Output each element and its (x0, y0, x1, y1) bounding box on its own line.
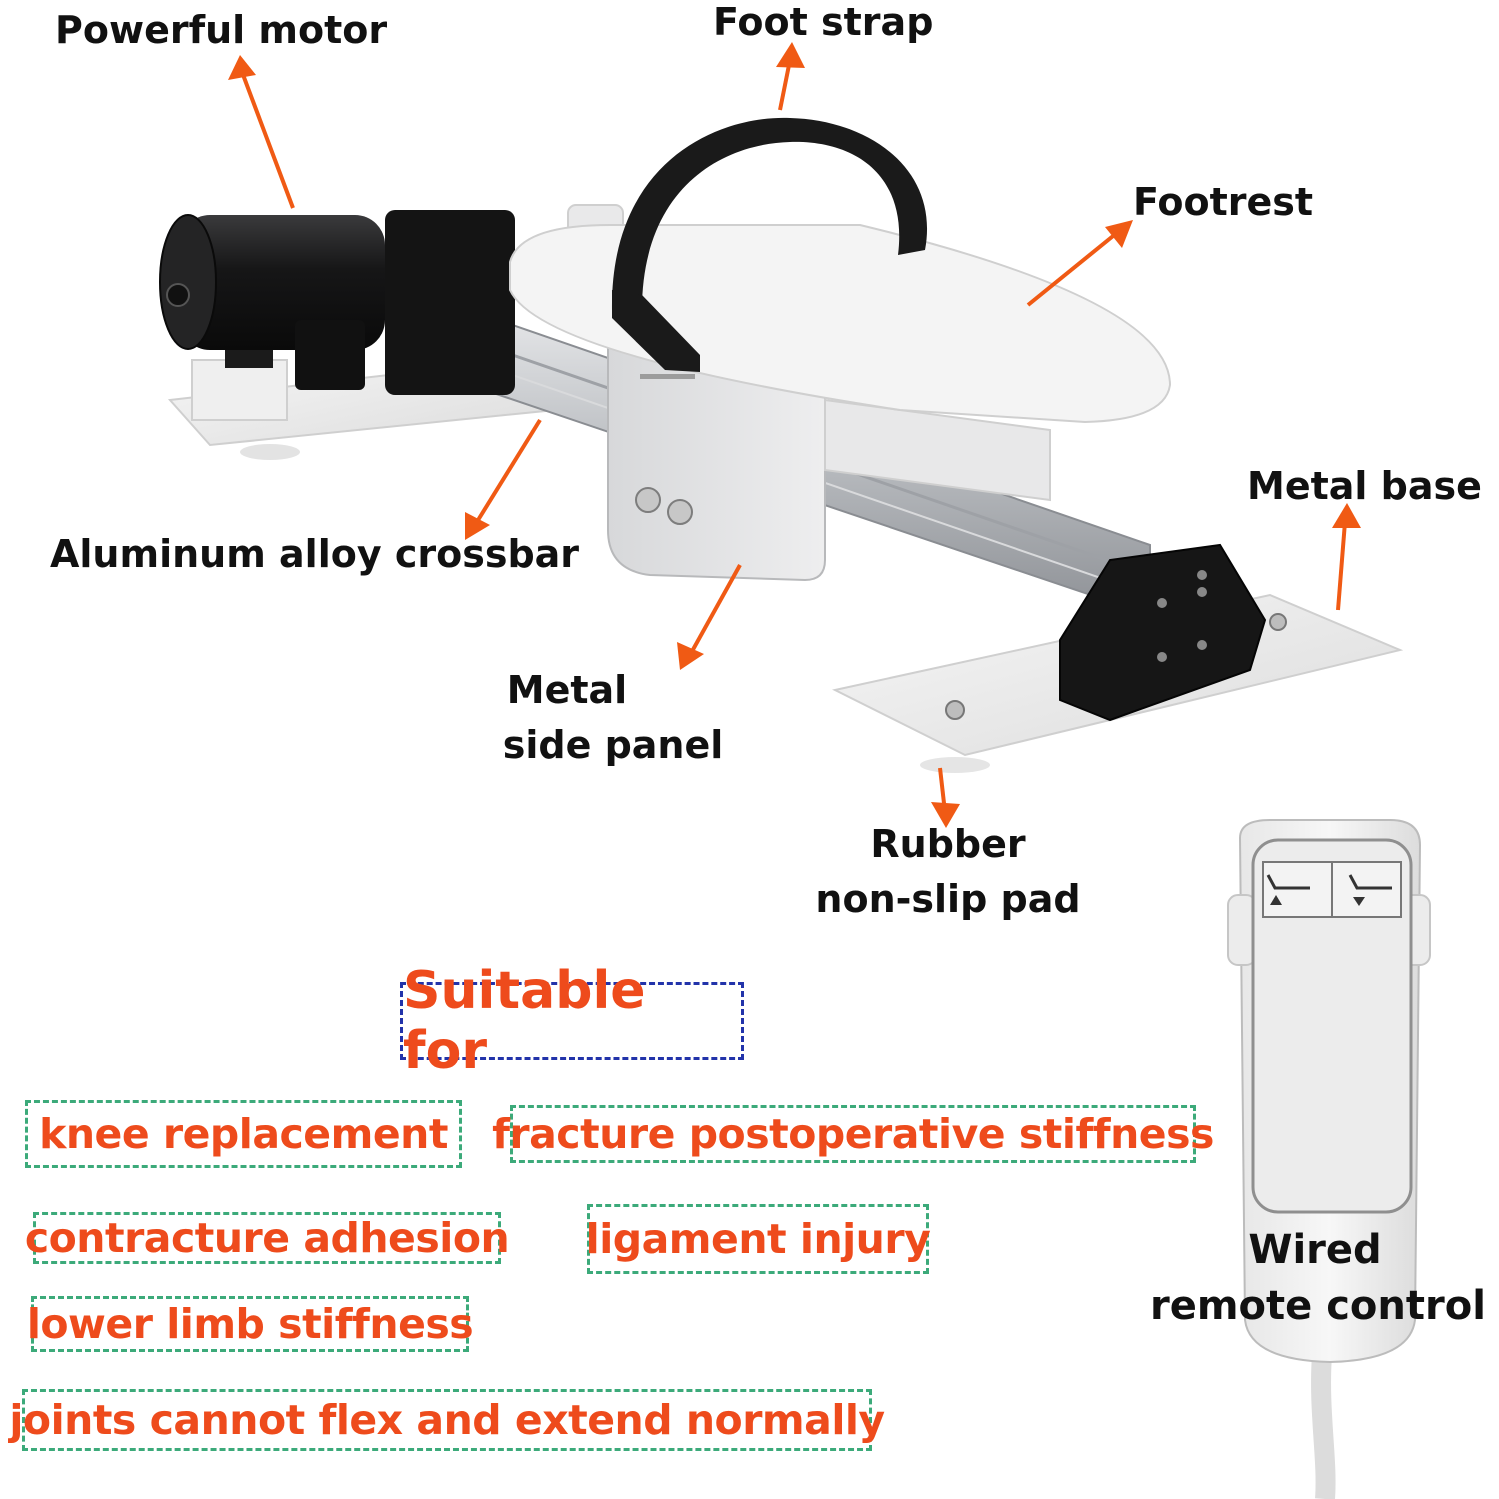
label-metal-side-panel-line1: Metal (506, 668, 628, 712)
label-wired-remote-line2: remote control (1150, 1283, 1486, 1329)
wired-remote (1227, 819, 1431, 1499)
label-wired-remote-line1: Wired (1248, 1227, 1382, 1273)
suitable-for-title: Suitable for (400, 961, 744, 1081)
condition-tag: lower limb stiffness (27, 1296, 474, 1352)
motor (159, 210, 515, 395)
metal-side-panel (607, 329, 826, 582)
recline-down-icon[interactable] (1348, 874, 1392, 906)
recline-up-icon[interactable] (1266, 874, 1310, 905)
label-rubber-pad-line1: Rubber (870, 822, 1026, 866)
label-metal-base: Metal base (1247, 464, 1482, 508)
label-metal-side-panel-line2: side panel (502, 722, 724, 767)
foot-strap (611, 117, 928, 372)
footrest-plate (509, 224, 1172, 502)
condition-tag: contracture adhesion (24, 1212, 510, 1264)
condition-tag: knee replacement (25, 1100, 462, 1168)
rubber-pad (920, 757, 990, 773)
condition-tag: ligament injury (586, 1204, 931, 1274)
pointer-arrows (228, 42, 1361, 828)
condition-tag: joints cannot flex and extend normally (9, 1389, 885, 1451)
label-foot-strap: Foot strap (713, 0, 934, 44)
rubber-pad (240, 444, 300, 460)
label-crossbar: Aluminum alloy crossbar (50, 532, 580, 576)
label-footrest: Footrest (1133, 180, 1314, 224)
label-rubber-pad: Rubber non-slip pad (808, 822, 1088, 922)
label-wired-remote: Wired remote control (1150, 1222, 1486, 1334)
condition-tag: fracture postoperative stiffness (492, 1105, 1214, 1163)
label-metal-side-panel: Metal side panel (498, 668, 728, 768)
label-rubber-pad-line2: non-slip pad (815, 876, 1081, 921)
end-clamp (1059, 543, 1267, 722)
label-powerful-motor: Powerful motor (55, 8, 388, 52)
